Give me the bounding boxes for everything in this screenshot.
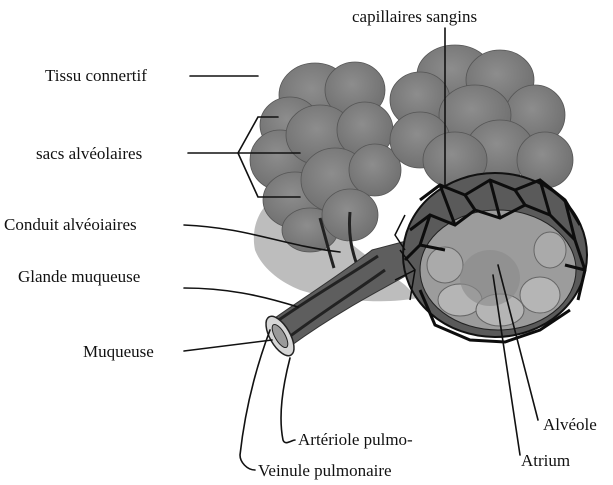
alveolus-cross-section bbox=[395, 173, 587, 342]
label-tissu: Tissu connertif bbox=[45, 66, 147, 85]
label-muqueuse: Muqueuse bbox=[83, 342, 154, 361]
alveolar-sacs-right bbox=[390, 45, 573, 188]
label-sacs: sacs alvéolaires bbox=[36, 144, 142, 163]
label-capillaires: capillaires sangins bbox=[352, 7, 477, 26]
label-alveole: Alvéole bbox=[543, 415, 597, 434]
label-arteriole: Artériole pulmo- bbox=[298, 430, 413, 449]
label-atrium: Atrium bbox=[521, 451, 570, 470]
label-glande: Glande muqueuse bbox=[18, 267, 140, 286]
label-conduit: Conduit alvéoiaires bbox=[4, 215, 137, 234]
label-veinule: Veinule pulmonaire bbox=[258, 461, 392, 480]
